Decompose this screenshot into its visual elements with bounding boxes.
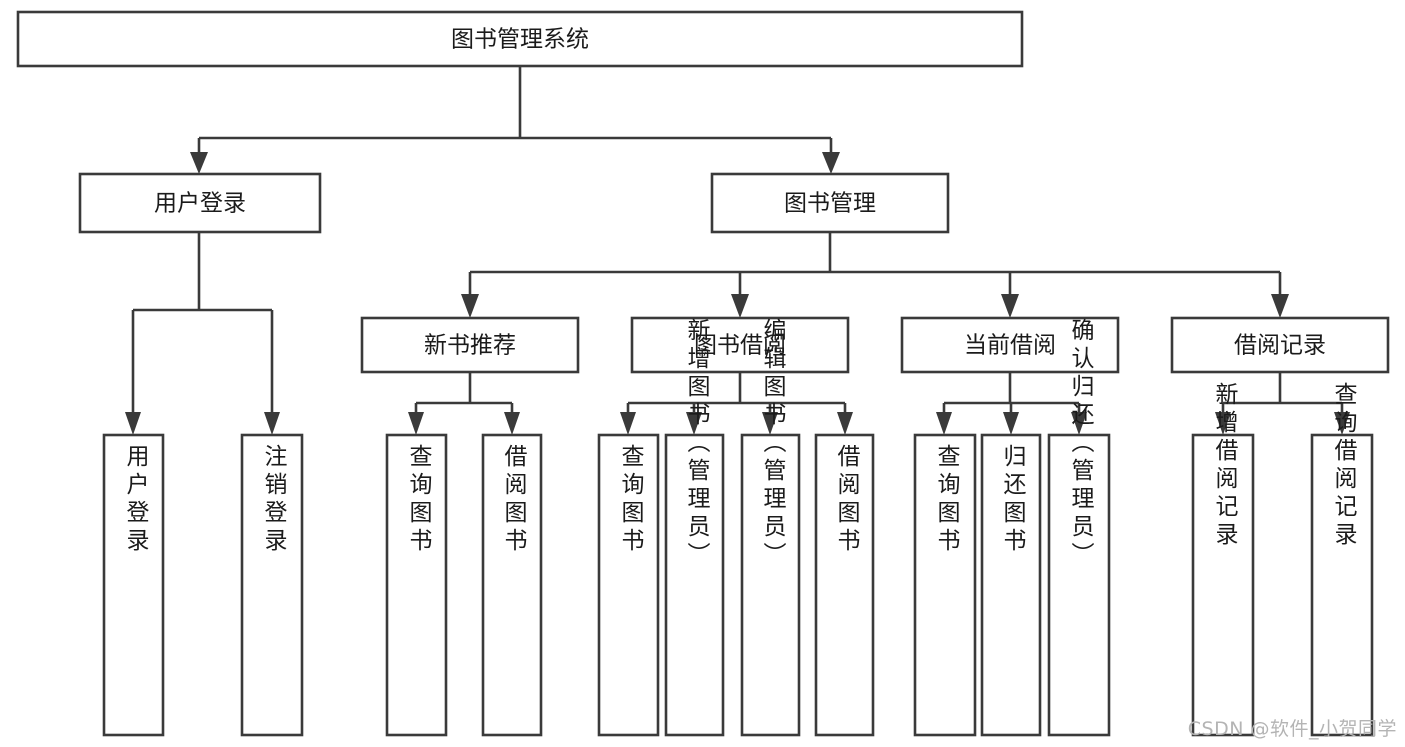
node-root-label: 图书管理系统	[451, 27, 589, 53]
leaf-box-9[interactable]	[913, 433, 977, 737]
leaf-label-5: 查询图书	[617, 444, 645, 556]
arrow-head-leaf-13	[1334, 412, 1350, 435]
node-book-management-label: 图书管理	[784, 191, 876, 217]
node-book-management-box[interactable]	[710, 172, 950, 234]
leaf-box-13[interactable]	[1310, 433, 1374, 737]
leaf-node[interactable]: 查询图书	[597, 433, 660, 737]
leaf-node[interactable]: 归还图书	[980, 433, 1042, 737]
leaf-box-5[interactable]	[597, 433, 660, 737]
arrow-head-book-manage	[822, 152, 840, 174]
arrow-head-borrow-book	[731, 294, 749, 318]
leaf-label-3: 查询图书	[405, 444, 433, 556]
arrow-head-leaf-5	[620, 412, 636, 435]
leaf-label-10: 归还图书	[999, 444, 1027, 556]
arrow-head-leaf-1	[125, 412, 141, 435]
arrow-head-borrow-record	[1271, 294, 1289, 318]
leaf-label-12: 新增借阅记录	[1211, 382, 1239, 550]
node-borrow-record-box[interactable]	[1170, 316, 1390, 374]
arrow-head-new-book	[461, 294, 479, 318]
leaf-box-3[interactable]	[385, 433, 448, 737]
arrow-head-leaf-6	[686, 412, 702, 435]
leaf-label-11: 确认归还（管理员）	[1067, 318, 1095, 570]
leaf-node[interactable]: 新增借阅记录	[1191, 382, 1255, 737]
leaf-label-7: 编辑图书（管理员）	[759, 318, 787, 570]
leaf-label-8: 借阅图书	[833, 444, 861, 556]
leaf-label-4: 借阅图书	[500, 444, 528, 556]
leaf-node[interactable]: 查询借阅记录	[1310, 382, 1374, 737]
leaf-box-4[interactable]	[481, 433, 543, 737]
node-user-login[interactable]: 用户登录	[78, 172, 322, 234]
arrow-head-leaf-7	[762, 412, 778, 435]
leaf-box-11[interactable]	[1047, 433, 1111, 737]
leaf-box-2[interactable]	[240, 433, 304, 737]
leaf-label-9: 查询图书	[933, 444, 961, 556]
leaf-label-6: 新增图书（管理员）	[683, 318, 711, 570]
leaf-node[interactable]: 查询图书	[385, 433, 448, 737]
arrow-head-leaf-11	[1071, 412, 1087, 435]
node-book-borrow-box[interactable]	[630, 316, 850, 374]
node-user-login-label: 用户登录	[154, 191, 246, 217]
arrow-head-leaf-3	[408, 412, 424, 435]
arrow-head-user-login	[190, 152, 208, 174]
arrow-head-current-borrow	[1001, 294, 1019, 318]
leaf-box-10[interactable]	[980, 433, 1042, 737]
leaf-box-6[interactable]	[664, 433, 725, 737]
node-current-borrow-box[interactable]	[900, 316, 1120, 374]
leaf-label-13: 查询借阅记录	[1330, 382, 1358, 550]
node-new-book-recommend[interactable]: 新书推荐	[360, 316, 580, 374]
leaf-box-8[interactable]	[814, 433, 875, 737]
node-root-box[interactable]	[16, 10, 1024, 68]
node-borrow-record[interactable]: 借阅记录	[1170, 316, 1390, 374]
node-user-login-box[interactable]	[78, 172, 322, 234]
leaf-node[interactable]: 新增图书（管理员）	[664, 318, 725, 737]
node-root[interactable]: 图书管理系统	[16, 10, 1024, 68]
leaf-box-7[interactable]	[740, 433, 801, 737]
node-book-borrow[interactable]: 图书借阅	[630, 316, 850, 374]
leaf-box-1[interactable]	[102, 433, 165, 737]
connector-group	[125, 66, 1350, 435]
node-new-book-recommend-box[interactable]	[360, 316, 580, 374]
arrow-head-leaf-8	[837, 412, 853, 435]
leaf-node[interactable]: 确认归还（管理员）	[1047, 318, 1111, 737]
arrow-head-leaf-10	[1003, 412, 1019, 435]
node-current-borrow[interactable]: 当前借阅	[900, 316, 1120, 374]
arrow-head-leaf-2	[264, 412, 280, 435]
node-current-borrow-label: 当前借阅	[964, 333, 1056, 359]
node-new-book-recommend-label: 新书推荐	[424, 333, 516, 359]
node-book-borrow-label: 图书借阅	[694, 333, 786, 359]
leaf-node[interactable]: 借阅图书	[481, 433, 543, 737]
arrow-head-leaf-4	[504, 412, 520, 435]
leaf-node[interactable]: 注销登录	[240, 433, 304, 737]
leaf-label-1: 用户登录	[122, 444, 150, 556]
leaf-node[interactable]: 编辑图书（管理员）	[740, 318, 801, 737]
arrow-head-leaf-12	[1215, 412, 1231, 435]
arrow-head-leaf-9	[936, 412, 952, 435]
leaf-node[interactable]: 查询图书	[913, 433, 977, 737]
leaf-node[interactable]: 用户登录	[102, 433, 165, 737]
node-borrow-record-label: 借阅记录	[1234, 333, 1326, 359]
leaf-node[interactable]: 借阅图书	[814, 433, 875, 737]
node-book-management[interactable]: 图书管理	[710, 172, 950, 234]
leaf-label-2: 注销登录	[260, 444, 288, 556]
leaf-box-12[interactable]	[1191, 433, 1255, 737]
